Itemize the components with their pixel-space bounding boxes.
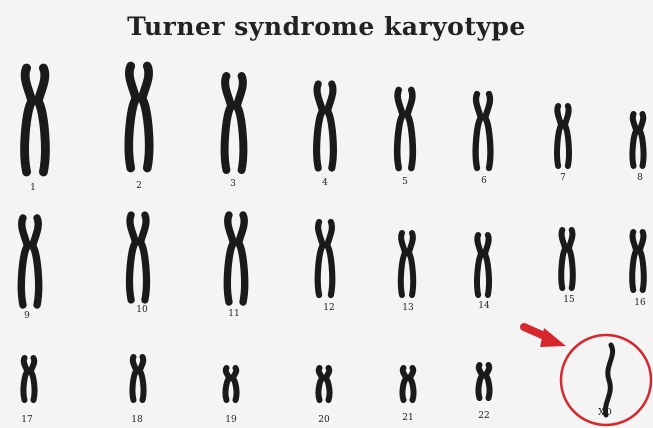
chromatid bbox=[477, 235, 481, 295]
chromosome-label: 1 bbox=[30, 183, 36, 193]
chromatid bbox=[557, 106, 561, 166]
chromosome-pair-19: 19 bbox=[225, 368, 237, 425]
chromosome-label: 13 bbox=[402, 303, 414, 313]
chromosome-pair-21: 21 bbox=[402, 368, 413, 423]
chromatid bbox=[640, 232, 644, 290]
chromosome-label: 9 bbox=[24, 311, 30, 321]
chromosome-pair-15: 15 bbox=[561, 230, 575, 305]
xo-highlight-group: XO bbox=[524, 327, 651, 425]
chromosome-pair-8: 8 bbox=[632, 114, 643, 183]
chromosome-pair-5: 5 bbox=[397, 90, 413, 187]
chromatid bbox=[225, 368, 229, 400]
chromosome-label: 11 bbox=[228, 309, 239, 319]
chromatid bbox=[225, 76, 231, 170]
chromosome-label: 8 bbox=[637, 173, 643, 183]
chromosome-label: 15 bbox=[563, 295, 575, 305]
chromatid bbox=[33, 218, 39, 305]
x-chromosome bbox=[605, 345, 612, 415]
chromatid bbox=[410, 368, 414, 400]
chromatid bbox=[408, 90, 413, 168]
chromatid bbox=[25, 68, 32, 172]
chromatid bbox=[233, 368, 237, 400]
chromatid bbox=[486, 94, 491, 168]
chromatid bbox=[239, 215, 245, 302]
chromatid bbox=[140, 357, 144, 400]
chromosome-label: 10 bbox=[136, 305, 148, 315]
chromosome-label: 4 bbox=[322, 178, 328, 188]
chromatid bbox=[409, 233, 413, 295]
chromosome-label: 12 bbox=[323, 303, 334, 313]
chromosome-pair-3: 3 bbox=[225, 76, 244, 189]
chromosome-pair-1: 1 bbox=[25, 68, 46, 193]
chromosome-pair-13: 13 bbox=[401, 233, 414, 313]
chromosome-label: 21 bbox=[402, 413, 413, 423]
chromatid bbox=[326, 368, 330, 400]
chromatid bbox=[486, 365, 490, 398]
chromosome-label: 2 bbox=[136, 181, 142, 191]
chromosome-label: 19 bbox=[225, 415, 237, 425]
chromatid bbox=[476, 94, 481, 168]
chromatid bbox=[318, 222, 323, 295]
chromatid bbox=[143, 66, 150, 168]
chromatid bbox=[485, 235, 489, 295]
chromatid bbox=[318, 368, 322, 400]
chromatid bbox=[565, 106, 569, 166]
chromosome-label: 3 bbox=[230, 179, 236, 189]
chromosome-pair-20: 20 bbox=[318, 368, 330, 425]
chromosome-label: 5 bbox=[402, 177, 408, 187]
chromatid bbox=[129, 66, 136, 168]
chromosome-label-xo: XO bbox=[598, 408, 612, 418]
chromatid bbox=[640, 114, 644, 166]
chromatid bbox=[402, 368, 406, 400]
chromosome-label: 17 bbox=[21, 415, 33, 425]
chromosome-pair-12: 12 bbox=[318, 222, 335, 313]
chromosome-label: 22 bbox=[478, 411, 489, 421]
chromosome-pair-4: 4 bbox=[317, 84, 334, 188]
chromosome-pair-11: 11 bbox=[227, 215, 244, 319]
chromatid bbox=[401, 233, 405, 295]
chromosome-label: 7 bbox=[560, 173, 566, 183]
chromatid bbox=[132, 357, 136, 400]
chromatid bbox=[39, 68, 46, 172]
chromatid bbox=[130, 215, 135, 300]
chromatid bbox=[31, 358, 35, 400]
chromatid bbox=[317, 84, 322, 168]
chromosome-pair-22: 22 bbox=[478, 365, 489, 421]
chromatid bbox=[23, 358, 27, 400]
chromatid bbox=[632, 232, 636, 290]
chromosome-label: 20 bbox=[318, 415, 330, 425]
chromatid bbox=[561, 230, 565, 288]
chromatid bbox=[478, 365, 482, 398]
chromatid bbox=[21, 218, 27, 305]
red-arrow-icon bbox=[524, 327, 566, 347]
chromosome-pair-16: 16 bbox=[632, 232, 646, 308]
chromatid bbox=[328, 84, 333, 168]
chromosome-pair-9: 9 bbox=[21, 218, 38, 321]
chromosome-label: 14 bbox=[478, 301, 490, 311]
chromosome-pair-7: 7 bbox=[557, 106, 569, 183]
chromosome-pair-14: 14 bbox=[477, 235, 490, 311]
chromosome-label: 18 bbox=[131, 415, 143, 425]
chromosome-pair-2: 2 bbox=[129, 66, 149, 191]
chromosome-pair-6: 6 bbox=[476, 94, 491, 186]
chromatid bbox=[328, 222, 333, 295]
chromatid bbox=[632, 114, 636, 166]
chromatid bbox=[237, 76, 243, 170]
chromosome-pair-10: 10 bbox=[130, 215, 148, 315]
chromosome-label: 16 bbox=[634, 298, 646, 308]
chromatid bbox=[397, 90, 402, 168]
chromosome-pair-18: 18 bbox=[131, 357, 143, 425]
chromosome-label: 6 bbox=[481, 176, 487, 186]
chromatid bbox=[569, 230, 573, 288]
chromatid bbox=[141, 215, 146, 300]
chromatid bbox=[227, 215, 233, 302]
chromosome-pair-17: 17 bbox=[21, 358, 34, 425]
